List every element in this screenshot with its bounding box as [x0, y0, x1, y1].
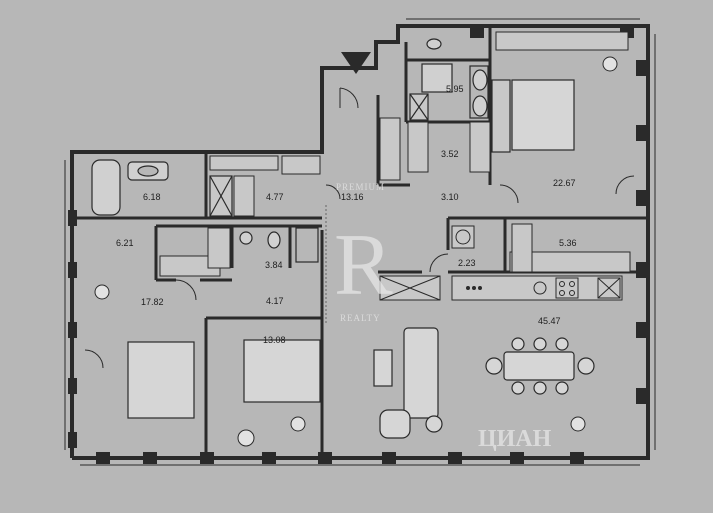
- bathtub-icon: [91, 159, 121, 216]
- walls: [70, 24, 650, 460]
- toilet-icon: [426, 38, 442, 50]
- sink-icon: [472, 95, 488, 117]
- bath-fixtures: [91, 38, 489, 263]
- kitchen: [379, 225, 623, 301]
- area-hall-b: 3.10: [441, 192, 459, 202]
- entrance-arrow-icon: [341, 52, 371, 74]
- area-laundry: 4.77: [266, 192, 284, 202]
- bed-mid: [243, 339, 321, 403]
- wardrobes: [159, 31, 631, 277]
- area-corridor: 4.17: [266, 296, 284, 306]
- shower-tray: [421, 63, 453, 93]
- room-labels: 5.95 22.67 3.52 3.10 13.16 6.18 4.77 6.2…: [116, 84, 577, 345]
- windows: [64, 18, 656, 466]
- toilet-icon: [267, 231, 281, 249]
- watermark-bottom: REALTY: [340, 313, 381, 323]
- watermark: PREMIUM R REALTY ЦИАН: [334, 182, 552, 452]
- doors: [84, 87, 635, 369]
- plant-icons: [94, 56, 618, 447]
- area-bedroom-master: 22.67: [553, 178, 576, 188]
- area-bedroom-mid: 13.08: [263, 335, 286, 345]
- beds: [127, 79, 575, 419]
- area-pantry: 2.23: [458, 258, 476, 268]
- watermark-monogram: R: [334, 217, 393, 314]
- area-hall-main: 13.16: [341, 192, 364, 202]
- bed-left: [127, 341, 195, 419]
- area-wc: 3.84: [265, 260, 283, 270]
- area-bedroom-left: 17.82: [141, 297, 164, 307]
- watermark-top: PREMIUM: [336, 182, 385, 192]
- sofa-icon: [403, 327, 439, 419]
- sink-icon: [239, 231, 253, 245]
- area-closet-a: 3.52: [441, 149, 459, 159]
- watermark-corner: ЦИАН: [478, 426, 552, 452]
- area-living: 45.47: [538, 316, 561, 326]
- area-bath-left: 6.18: [143, 192, 161, 202]
- living-furniture: [373, 327, 595, 439]
- tv-stand: [373, 349, 393, 387]
- dining-table: [503, 351, 575, 381]
- area-bath-top: 5.95: [446, 84, 464, 94]
- bed-master: [511, 79, 575, 151]
- area-study: 6.21: [116, 238, 134, 248]
- sink-icon: [472, 69, 488, 91]
- area-dressing: 5.36: [559, 238, 577, 248]
